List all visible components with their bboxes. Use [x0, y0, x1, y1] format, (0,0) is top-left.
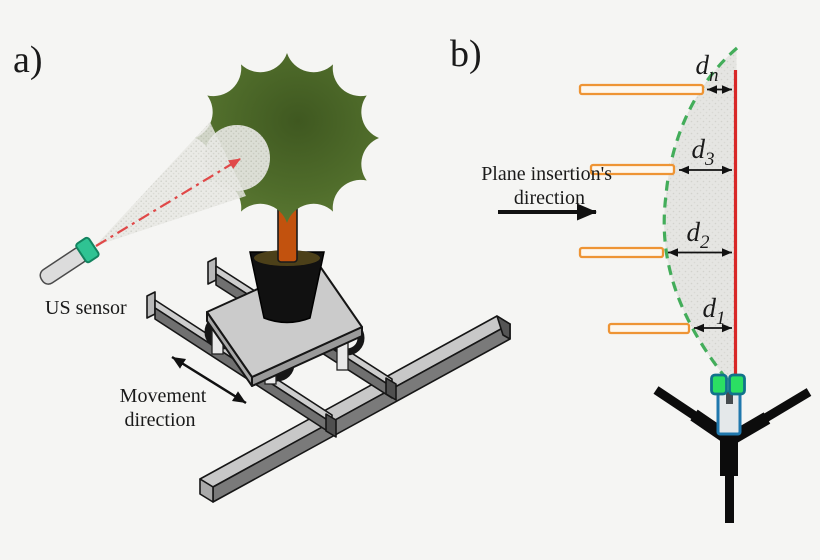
distance-label-3: d3 — [692, 134, 715, 170]
ultrasound-beam-spot — [204, 125, 270, 191]
distance-label-n: dn — [696, 50, 719, 86]
panel-a: a) US sensor Movement direction — [13, 39, 511, 503]
insertion-label-line1: Plane insertion's — [481, 163, 612, 185]
panel-b-label: b) — [450, 33, 482, 75]
scan-region — [664, 48, 737, 382]
base-beam — [199, 315, 511, 503]
insertion-label-line2: direction — [514, 187, 585, 209]
scanner-body-notch — [726, 392, 733, 404]
distance-label-1: d1 — [703, 293, 726, 329]
movement-label-line2: direction — [124, 409, 195, 431]
plane-bar-1 — [607, 322, 691, 335]
plane-bar-2 — [578, 246, 665, 259]
insertion-planes — [578, 83, 705, 335]
tripod-column-lower — [725, 474, 734, 523]
tripod-column-upper — [720, 430, 738, 476]
plane-bar-n — [578, 83, 705, 96]
plane-bar-3 — [589, 163, 676, 176]
distance-label-2: d2 — [687, 217, 711, 253]
scanner-transducer-left — [710, 373, 728, 396]
movement-label-line1: Movement — [120, 385, 207, 407]
panel-b: dn d3 d2 d1 Plane insertion's direction … — [450, 33, 812, 523]
us-sensor-label: US sensor — [45, 297, 127, 319]
us-sensor — [39, 236, 100, 285]
pot — [249, 251, 325, 324]
panel-a-label: a) — [13, 39, 43, 81]
scanner-transducer-right — [728, 373, 746, 396]
us-sensor-head — [75, 236, 100, 264]
scanner-sensor — [710, 373, 746, 436]
movement-arrow — [171, 355, 247, 405]
beam-axis-line — [95, 158, 241, 247]
distance-arrows — [668, 85, 732, 333]
